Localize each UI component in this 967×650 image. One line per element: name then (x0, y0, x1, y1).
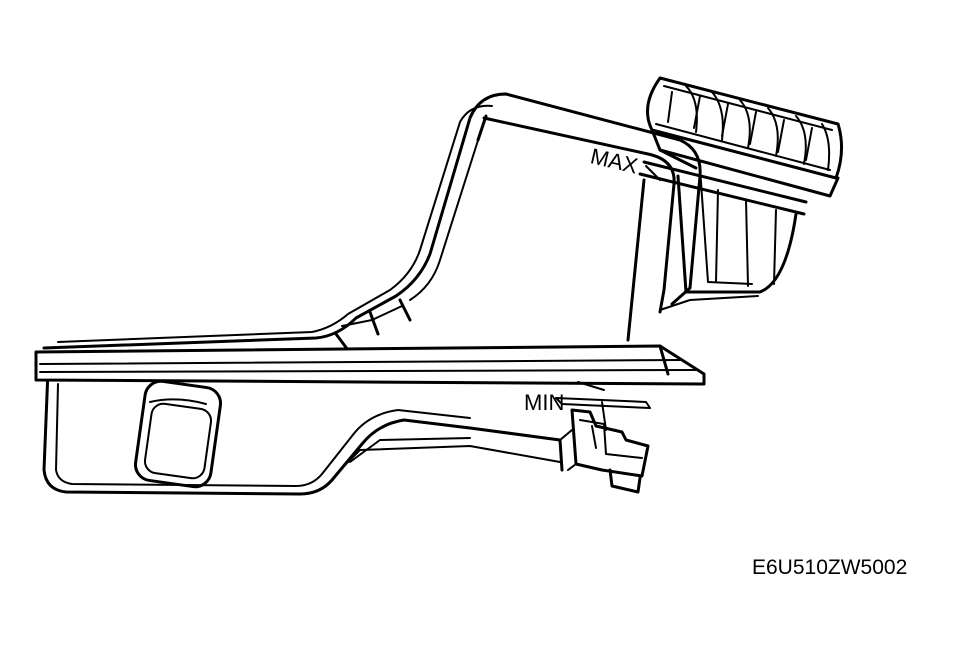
reservoir-cap (646, 76, 843, 198)
figure-code: E6U510ZW5002 (752, 556, 907, 579)
reservoir-lower-body (42, 368, 564, 496)
min-label: MIN (524, 390, 564, 415)
filler-neck (638, 160, 808, 294)
level-sensor-connector (559, 401, 650, 494)
max-level-mark (645, 165, 661, 181)
reservoir-upper-body (42, 92, 759, 352)
sight-window (133, 379, 223, 489)
max-label: MAX (588, 143, 640, 178)
mounting-flange (34, 344, 706, 386)
min-level-mark (555, 381, 651, 409)
